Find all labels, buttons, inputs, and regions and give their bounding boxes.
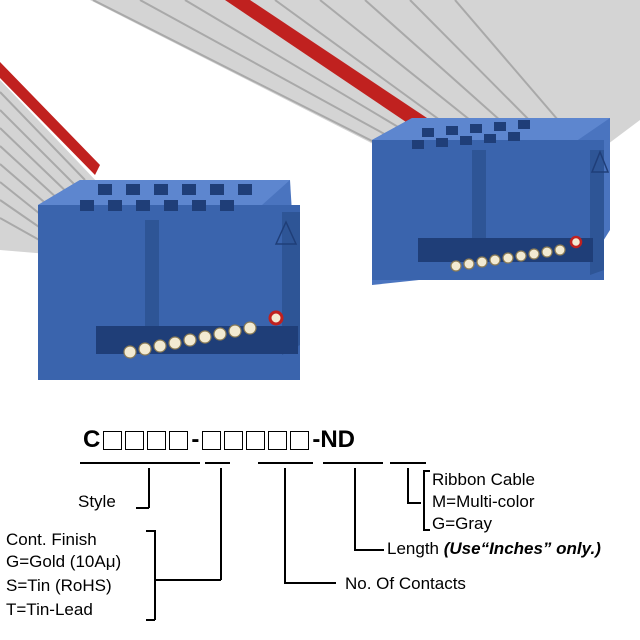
leader-finish-v [220,468,222,580]
contacts-box-1 [169,430,189,450]
ribbon-cable-illustration [0,0,640,380]
length-box-2 [246,430,266,450]
finish-box [147,430,167,450]
underline-length [323,462,383,464]
part-suffix: -ND [312,426,355,453]
underline-style [80,462,200,464]
label-length: Length (Use“Inches” only.) [387,539,601,559]
connector-right [372,118,610,285]
leader-length-v [354,468,356,550]
bracket-ribbon-bot [423,529,430,531]
ribbon-box [290,430,310,450]
label-finish-tinlead: T=Tin-Lead [6,600,93,619]
bracket-finish-v [154,530,156,620]
label-finish-gold: G=Gold (10Aμ) [6,552,122,571]
length-box-1 [224,430,244,450]
underline-finish [205,462,230,464]
leader-length-h [354,549,384,551]
length-box-3 [268,430,288,450]
label-finish-title: Cont. Finish [6,530,97,549]
label-ribbon-title: Ribbon Cable [432,470,536,489]
label-length-text: Length [387,539,439,558]
bracket-ribbon-top [423,470,430,472]
label-length-note: (Use“Inches” only.) [443,539,601,558]
underline-contacts [258,462,313,464]
leader-contacts-v [284,468,286,583]
bracket-finish-bot [146,619,155,621]
leader-style-h [136,507,149,509]
underline-ribbon [390,462,426,464]
style-box-1 [103,430,123,450]
part-dash: - [191,426,200,453]
part-prefix: C [83,426,101,453]
contacts-box-2 [202,430,222,450]
leader-style-v [148,468,150,508]
part-number-template: C - -ND [83,428,355,452]
connector-left [38,180,300,380]
bracket-ribbon-v [423,470,425,530]
label-finish-tin: S=Tin (RoHS) [6,576,112,595]
leader-ribbon-h [407,502,421,504]
style-box-2 [125,430,145,450]
label-ribbon-gray: G=Gray [432,514,492,533]
label-ribbon-multi: M=Multi-color [432,492,535,511]
bracket-finish-top [146,530,155,532]
leader-finish-h [155,579,221,581]
leader-contacts-h [284,582,336,584]
label-style: Style [78,492,116,511]
label-contacts: No. Of Contacts [345,574,466,593]
leader-ribbon-v [407,468,409,503]
